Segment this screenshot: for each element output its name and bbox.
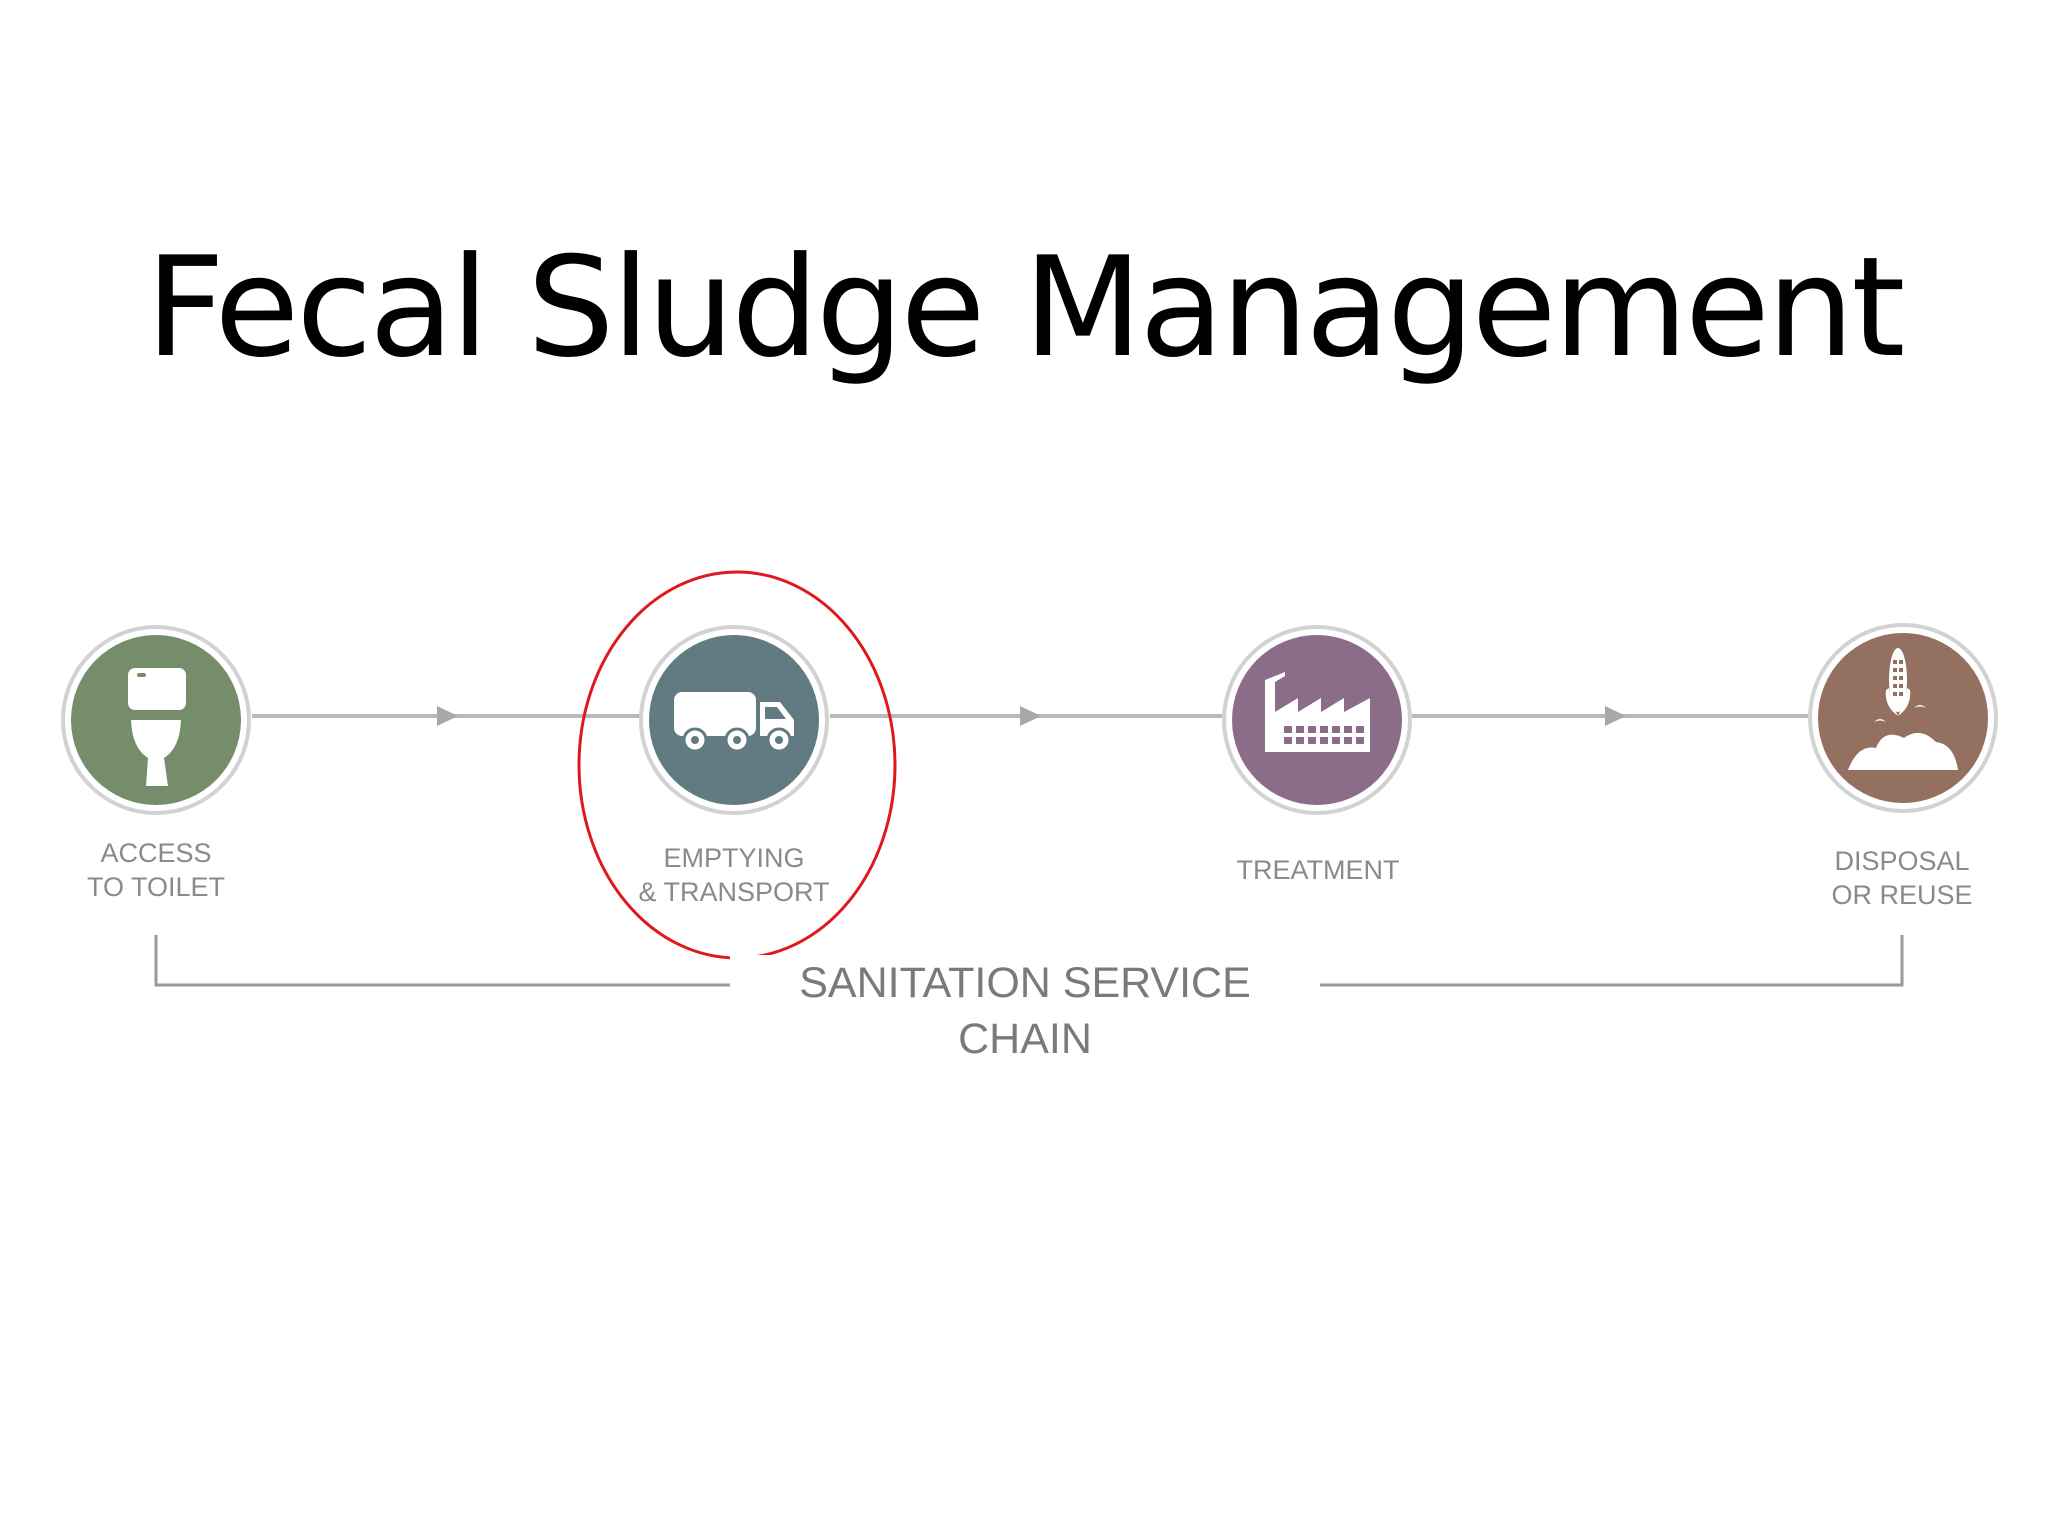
- factory-icon: [1265, 672, 1370, 752]
- toilet-icon: [128, 668, 186, 786]
- stage-label-access: ACCESS TO TOILET: [6, 836, 306, 904]
- stage-treatment: [1222, 625, 1412, 815]
- stage-label-treatment: TREATMENT: [1168, 853, 1468, 887]
- stage-access-to-toilet: [61, 625, 251, 815]
- stage-label-line: EMPTYING: [663, 843, 805, 873]
- stage-label-line: TO TOILET: [86, 872, 226, 902]
- stage-label-line: OR REUSE: [1831, 880, 1973, 910]
- stage-disposal-reuse: [1808, 623, 1998, 813]
- truck-icon: [674, 692, 794, 753]
- chain-label: SANITATION SERVICE CHAIN: [730, 955, 1320, 1067]
- arrow-icon: [1020, 706, 1041, 726]
- page-title: Fecal Sludge Management: [145, 227, 1906, 388]
- stage-label-line: DISPOSAL: [1834, 846, 1970, 876]
- stage-label-line: & TRANSPORT: [638, 877, 830, 907]
- stage-label-line: TREATMENT: [1236, 855, 1400, 885]
- stage-emptying-transport: [639, 625, 829, 815]
- stage-label-emptying: EMPTYING & TRANSPORT: [584, 841, 884, 909]
- stage-label-disposal: DISPOSAL OR REUSE: [1752, 844, 2048, 912]
- connectors: [252, 706, 1810, 726]
- arrow-icon: [437, 706, 458, 726]
- arrow-icon: [1605, 706, 1626, 726]
- corn-field-icon: [1848, 648, 1958, 770]
- stage-label-line: ACCESS: [100, 838, 212, 868]
